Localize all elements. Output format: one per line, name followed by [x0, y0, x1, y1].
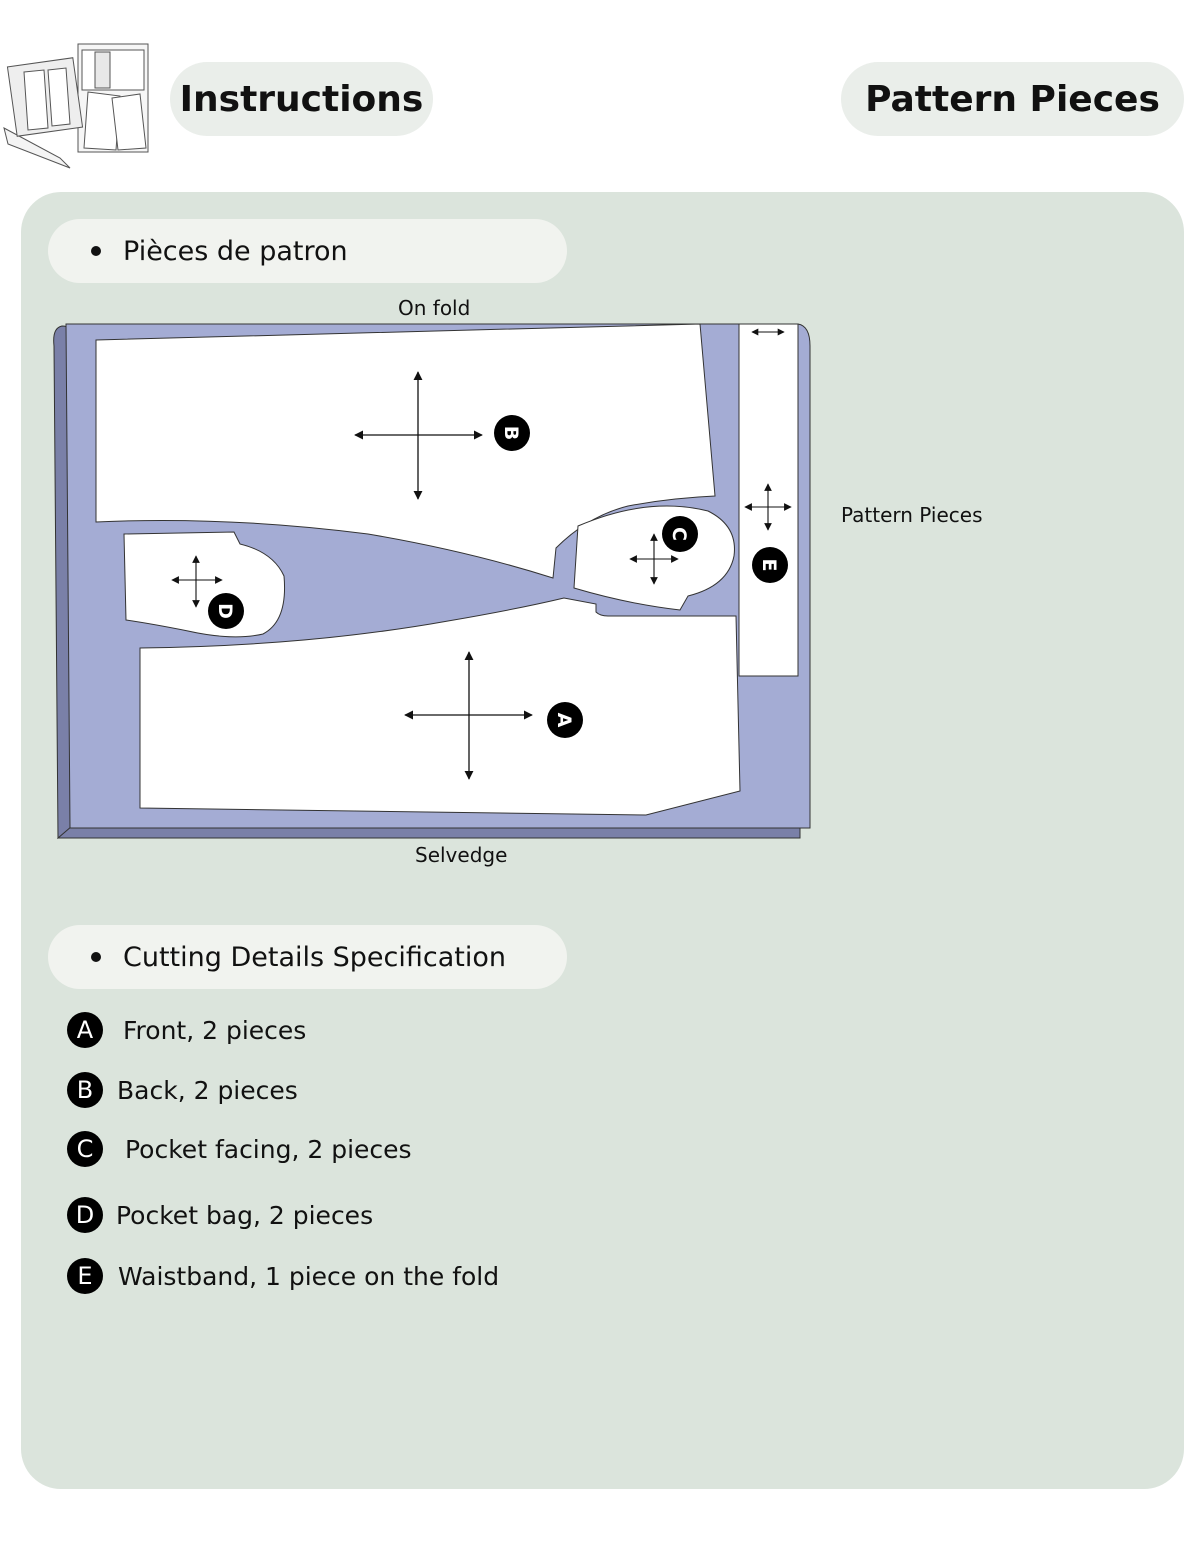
pattern-pieces-heading-text: Pièces de patron — [123, 235, 348, 267]
pattern-sheets-logo-icon — [3, 43, 149, 169]
cutting-item-c: C Pocket facing, 2 pieces — [67, 1130, 412, 1168]
pattern-pieces-heading: Pièces de patron — [48, 219, 567, 283]
cutting-details-heading: Cutting Details Specification — [48, 925, 567, 989]
on-fold-label: On fold — [398, 296, 471, 320]
piece-d-letter: D — [214, 603, 236, 619]
piece-b — [95, 323, 716, 579]
cutting-item-c-text: Pocket facing, 2 pieces — [125, 1134, 412, 1164]
letter-d-badge: D — [67, 1197, 103, 1233]
piece-c-letter: C — [668, 527, 690, 541]
piece-a-letter: A — [553, 713, 575, 728]
bullet-icon — [91, 952, 101, 962]
cutting-item-d: D Pocket bag, 2 pieces — [67, 1196, 373, 1234]
pattern-pieces-side-label: Pattern Pieces — [841, 503, 983, 527]
cutting-item-b: B Back, 2 pieces — [67, 1071, 298, 1109]
piece-a-badge: A — [547, 702, 583, 738]
letter-e-badge: E — [67, 1258, 103, 1294]
cutting-item-d-text: Pocket bag, 2 pieces — [116, 1200, 374, 1230]
cutting-item-e-text: Waistband, 1 piece on the fold — [118, 1261, 500, 1291]
piece-a — [139, 597, 741, 816]
cutting-details-heading-text: Cutting Details Specification — [123, 941, 507, 973]
letter-a-badge: A — [67, 1012, 103, 1048]
pattern-pieces-section-title: Pattern Pieces — [841, 62, 1184, 136]
piece-d-badge: D — [208, 593, 244, 629]
cutting-layout-diagram: B D C A E — [53, 323, 811, 840]
letter-c-badge: C — [67, 1131, 103, 1167]
piece-e-badge: E — [752, 547, 788, 583]
instructions-title: Instructions — [170, 62, 433, 136]
bullet-icon — [91, 246, 101, 256]
piece-b-badge: B — [494, 415, 530, 451]
selvedge-label: Selvedge — [415, 843, 508, 867]
letter-b-badge: B — [67, 1072, 103, 1108]
piece-c-badge: C — [662, 516, 698, 552]
piece-b-letter: B — [500, 426, 522, 440]
cutting-item-a-text: Front, 2 pieces — [123, 1015, 307, 1045]
cutting-item-b-text: Back, 2 pieces — [117, 1075, 298, 1105]
piece-d — [123, 531, 286, 638]
cutting-item-a: A Front, 2 pieces — [67, 1011, 306, 1049]
piece-e-letter: E — [758, 559, 780, 572]
cutting-item-e: E Waistband, 1 piece on the fold — [67, 1257, 499, 1295]
